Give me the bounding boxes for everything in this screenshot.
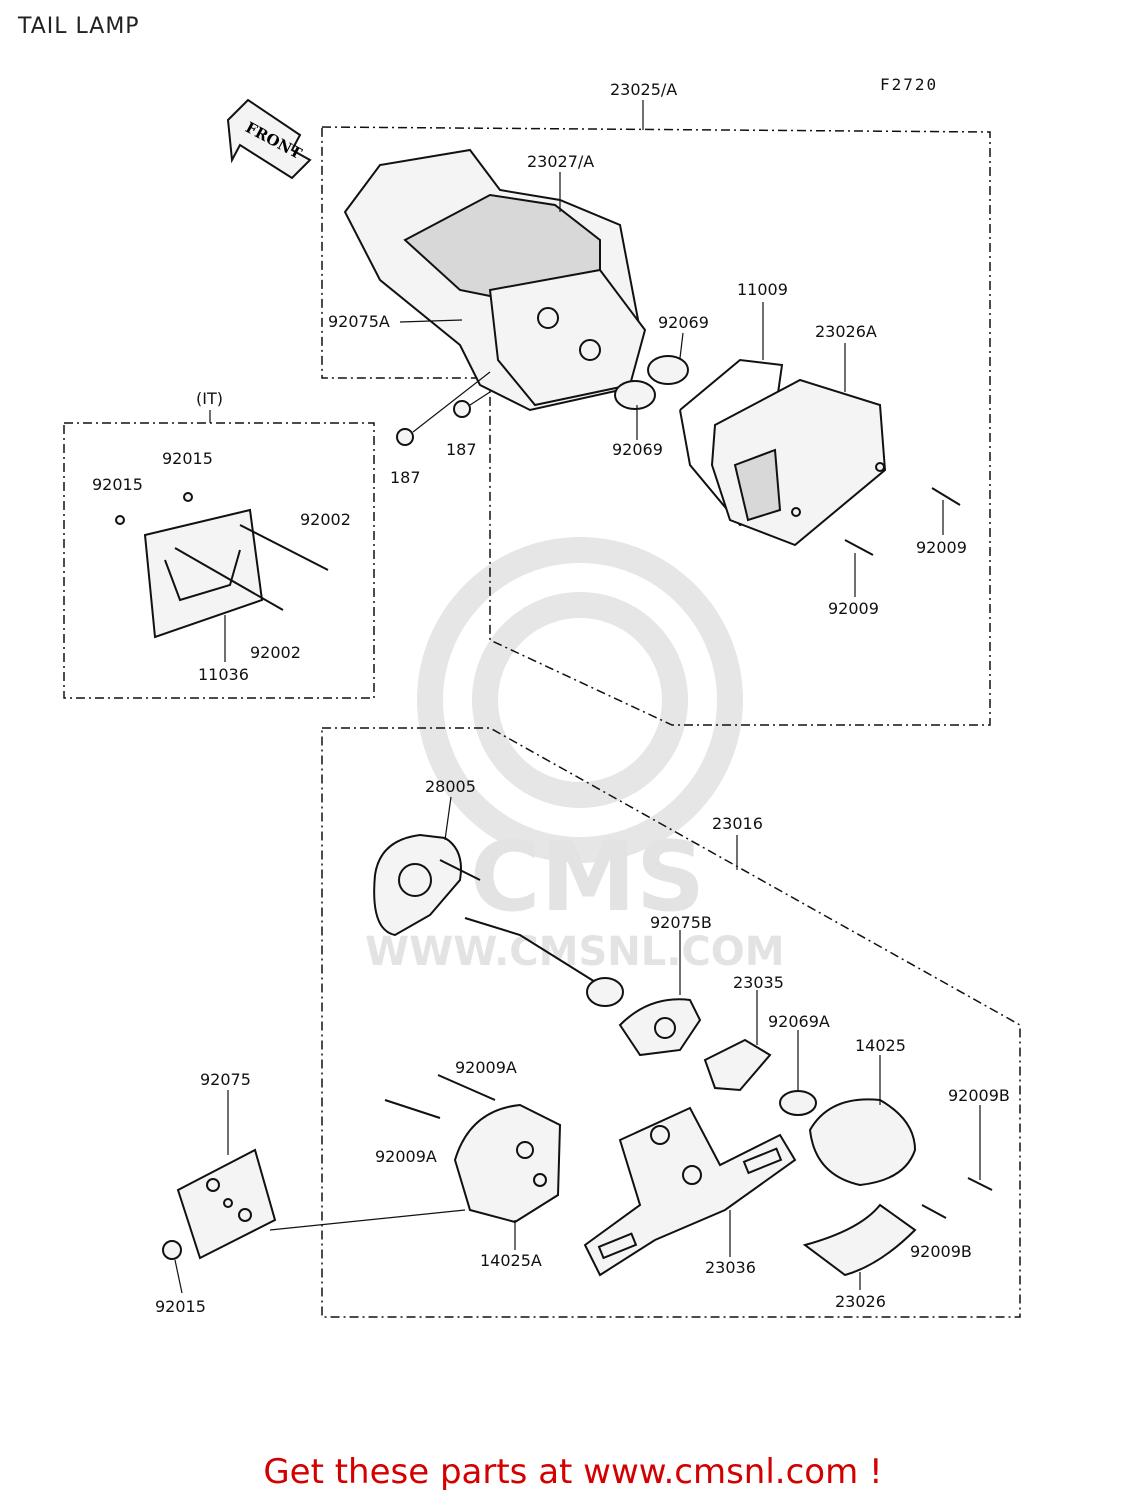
socket-23035 xyxy=(703,1038,772,1092)
screws-92009A xyxy=(384,1074,496,1119)
tail-lamp-base-assembly xyxy=(343,148,647,412)
label-23027A: 23027/A xyxy=(527,152,594,171)
label-92009A-a: 92009A xyxy=(455,1058,517,1077)
label-92075B: 92075B xyxy=(650,913,712,932)
label-92009B-a: 92009B xyxy=(948,1086,1010,1105)
label-it: (IT) xyxy=(196,389,223,408)
footer-promo-text: Get these parts at www.cmsnl.com ! xyxy=(263,1452,883,1492)
label-23026: 23026 xyxy=(835,1292,886,1311)
label-28005: 28005 xyxy=(425,777,476,796)
part-number-labels: 23025/A 23027/A 92075A 11009 92069 23026… xyxy=(92,80,1010,1316)
nut-92015 xyxy=(162,1240,182,1260)
label-92009-b: 92009 xyxy=(828,599,879,618)
label-11036: 11036 xyxy=(198,665,249,684)
bulb-92069A xyxy=(779,1090,817,1116)
label-92015-b: 92015 xyxy=(92,475,143,494)
gasket-92075B xyxy=(618,998,702,1057)
leader-lines xyxy=(174,100,981,1294)
plate-92075 xyxy=(176,1148,466,1260)
label-92015-a: 92015 xyxy=(162,449,213,468)
page-title: TAIL LAMP xyxy=(18,14,140,39)
front-direction-arrow: FRONT xyxy=(226,98,312,180)
label-92075A: 92075A xyxy=(328,312,390,331)
lamp-body-14025A xyxy=(453,1103,562,1224)
label-187-a: 187 xyxy=(390,468,421,487)
label-92069A: 92069A xyxy=(768,1012,830,1031)
label-23026A: 23026A xyxy=(815,322,877,341)
label-23036: 23036 xyxy=(705,1258,756,1277)
label-92009B-b: 92009B xyxy=(910,1242,972,1261)
label-92069-top: 92069 xyxy=(658,313,709,332)
label-92002-a: 92002 xyxy=(300,510,351,529)
cmsnl-watermark: CMS WWW.CMSNL.COM xyxy=(365,537,785,975)
bulb-92069-pair xyxy=(614,355,689,410)
lens-14025 xyxy=(808,1098,917,1187)
socket-wiring-23016 xyxy=(464,917,624,1007)
watermark-logo-text: CMS xyxy=(470,821,705,933)
watermark-url-text: WWW.CMSNL.COM xyxy=(365,929,785,975)
screws-92009B xyxy=(921,1177,993,1219)
label-11009: 11009 xyxy=(737,280,788,299)
label-23016: 23016 xyxy=(712,814,763,833)
label-23035: 23035 xyxy=(733,973,784,992)
label-14025A: 14025A xyxy=(480,1251,542,1270)
label-92015-c: 92015 xyxy=(155,1297,206,1316)
lens-23026A xyxy=(710,378,887,547)
lower-assembly-frame xyxy=(321,727,1021,1318)
upper-assembly-frame xyxy=(321,126,991,726)
reflector-23026 xyxy=(802,1203,917,1277)
figure-code: F2720 xyxy=(880,75,938,94)
label-92009A-b: 92009A xyxy=(375,1147,437,1166)
label-92002-b: 92002 xyxy=(250,643,301,662)
bracket-23036 xyxy=(583,1106,797,1277)
nuts-187 xyxy=(396,371,491,446)
housing-28005 xyxy=(373,833,481,937)
label-92069-bottom: 92069 xyxy=(612,440,663,459)
label-23025A: 23025/A xyxy=(610,80,677,99)
label-92009-a: 92009 xyxy=(916,538,967,557)
label-92075: 92075 xyxy=(200,1070,251,1089)
it-assembly-frame xyxy=(63,422,375,699)
license-plate-bracket-11036 xyxy=(115,492,329,639)
label-14025: 14025 xyxy=(855,1036,906,1055)
screws-92009 xyxy=(844,487,961,556)
label-187-b: 187 xyxy=(446,440,477,459)
